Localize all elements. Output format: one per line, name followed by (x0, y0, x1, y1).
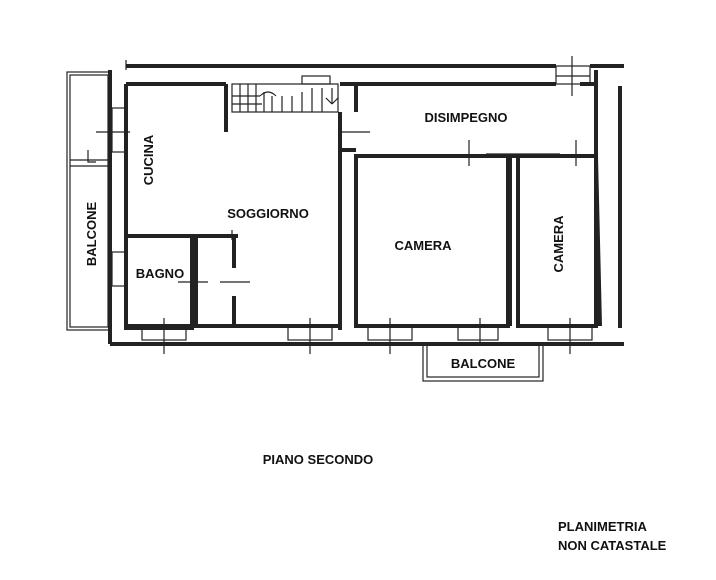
doors (178, 131, 577, 283)
interior-walls (124, 82, 598, 330)
windows (96, 56, 593, 354)
window-top-right (555, 56, 591, 96)
outer-walls (108, 60, 624, 346)
level-title: PIANO SECONDO (263, 452, 374, 467)
room-label-balcone-bottom: BALCONE (451, 356, 516, 371)
room-label-camera-1: CAMERA (394, 238, 452, 253)
window-cucina (96, 107, 130, 153)
window-camera1-bottom (367, 318, 413, 354)
window-bagno-bottom (141, 318, 187, 354)
window-camera2-bottom (547, 318, 593, 354)
room-label-camera-2: CAMERA (551, 215, 566, 273)
window-bagno (111, 251, 127, 287)
room-label-soggiorno: SOGGIORNO (227, 206, 309, 221)
room-label-cucina: CUCINA (141, 134, 156, 185)
room-label-balcone-left: BALCONE (84, 202, 99, 267)
window-camera1-bottom-2 (457, 318, 499, 342)
note-line-1: PLANIMETRIA (558, 519, 647, 534)
room-label-bagno: BAGNO (136, 266, 184, 281)
room-label-disimpegno: DISIMPEGNO (424, 110, 507, 125)
bottom-balcony (422, 343, 544, 382)
note-line-2: NON CATASTALE (558, 538, 667, 553)
window-soggiorno-bottom (287, 318, 333, 354)
left-balcony (66, 71, 112, 331)
staircase (231, 75, 339, 113)
